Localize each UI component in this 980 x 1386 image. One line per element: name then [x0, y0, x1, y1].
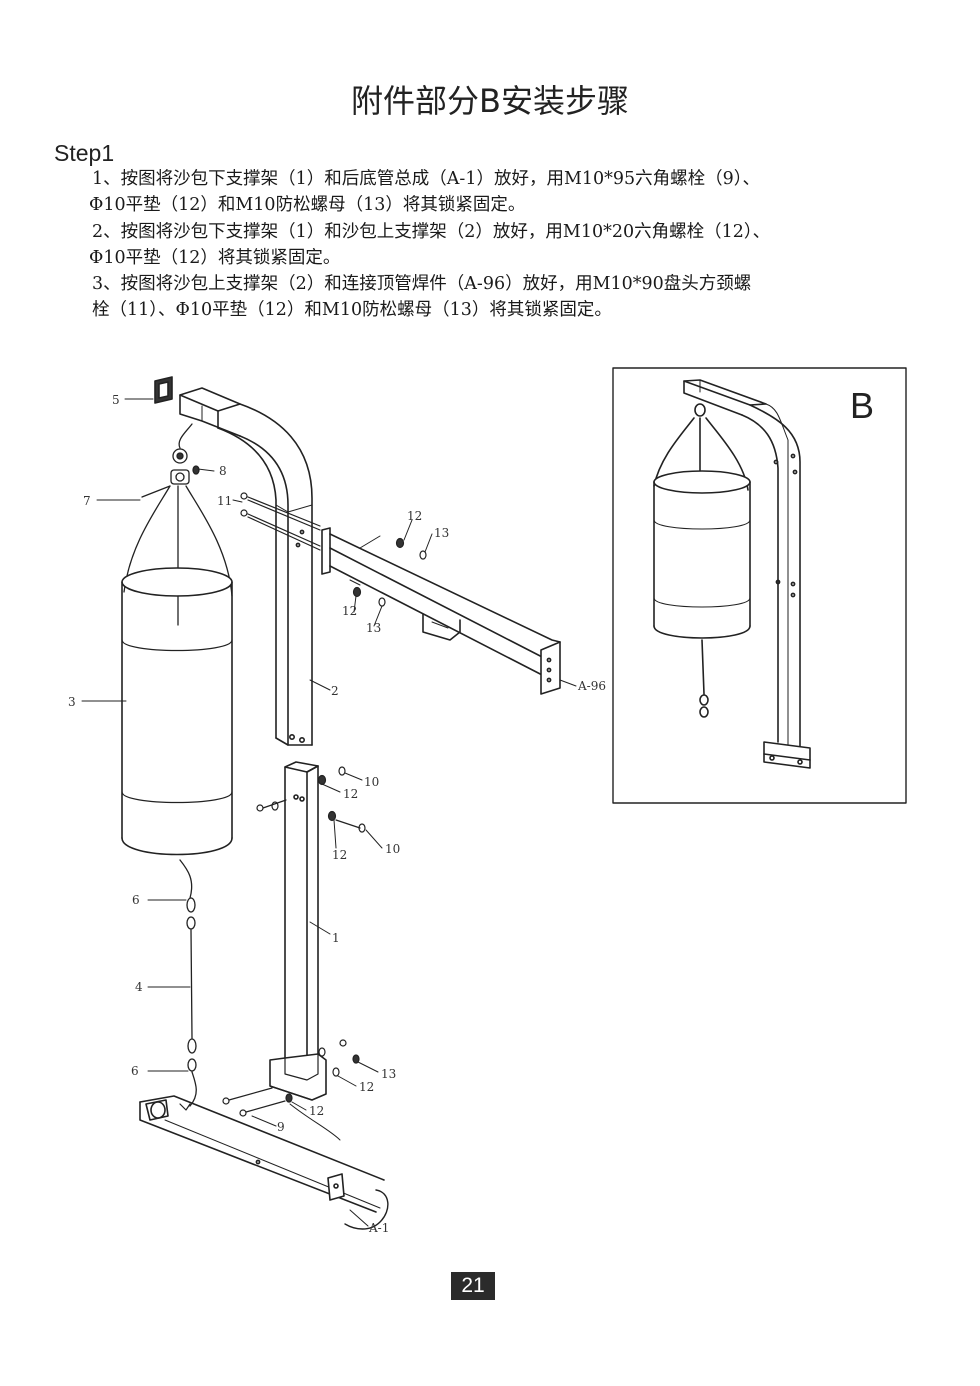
instruction-line: Φ10平垫（12）将其锁紧固定。	[89, 247, 341, 268]
callout-11: 11	[217, 494, 232, 508]
callout-10: 10	[385, 842, 400, 856]
instruction-line: 栓（11）、Φ10平垫（12）和M10防松螺母（13）将其锁紧固定。	[92, 300, 612, 321]
inset-label: B	[850, 385, 874, 426]
callout-12: 12	[407, 509, 422, 523]
callout-4: 4	[135, 980, 143, 994]
bag-chain	[179, 859, 197, 1107]
callout-10: 10	[364, 775, 379, 789]
connecting-top-tube	[321, 527, 561, 695]
inset-frame	[612, 367, 907, 804]
callout-5: 5	[112, 393, 120, 407]
callout-a1: A-1	[368, 1221, 389, 1235]
callout-6: 6	[131, 1064, 139, 1078]
fastener-group-upper	[352, 537, 427, 607]
bag-ropes	[123, 485, 233, 626]
callout-1: 1	[332, 931, 340, 945]
callout-13: 13	[366, 621, 381, 635]
punching-bag	[121, 567, 233, 856]
page-title: 附件部分B安装步骤	[351, 82, 629, 120]
instruction-line: 3、按图将沙包上支撑架（2）和连接顶管焊件（A-96）放好，用M10*90盘头方…	[92, 274, 752, 295]
callout-9: 9	[277, 1120, 285, 1134]
step-label: Step1	[54, 140, 115, 166]
page-number: 21	[451, 1272, 495, 1300]
instructions: 1、按图将沙包下支撑架（1）和后底管总成（A-1）放好，用M10*95六角螺栓（…	[89, 166, 932, 324]
fastener-group-lower	[222, 1039, 360, 1117]
callout-12: 12	[342, 604, 357, 618]
callout-6: 6	[132, 893, 140, 907]
callout-13: 13	[434, 526, 449, 540]
callout-12: 12	[332, 848, 347, 862]
top-bracket-part	[154, 376, 173, 404]
instruction-line: 1、按图将沙包下支撑架（1）和后底管总成（A-1）放好，用M10*95六角螺栓（…	[92, 169, 761, 189]
rear-bottom-tube	[139, 1095, 389, 1230]
callout-12: 12	[359, 1080, 374, 1094]
fastener-group-middle	[256, 766, 366, 833]
callout-12: 12	[343, 787, 358, 801]
hook-assembly	[141, 423, 200, 498]
bolt-11-pair	[240, 492, 321, 551]
callout-7: 7	[83, 494, 91, 508]
upper-support-frame	[179, 387, 313, 746]
callout-12: 12	[309, 1104, 324, 1118]
instruction-line: 2、按图将沙包下支撑架（1）和沙包上支撑架（2）放好，用M10*20六角螺栓（1…	[92, 221, 771, 242]
lower-support-frame	[269, 761, 327, 1101]
callout-8: 8	[219, 464, 227, 478]
leader-lines	[81, 398, 577, 1227]
callout-13: 13	[381, 1067, 396, 1081]
instruction-line: Φ10平垫（12）和M10防松螺母（13）将其锁紧固定。	[89, 195, 526, 216]
callout-3: 3	[68, 695, 76, 709]
callout-a96: A-96	[577, 679, 606, 693]
callout-2: 2	[331, 684, 339, 698]
